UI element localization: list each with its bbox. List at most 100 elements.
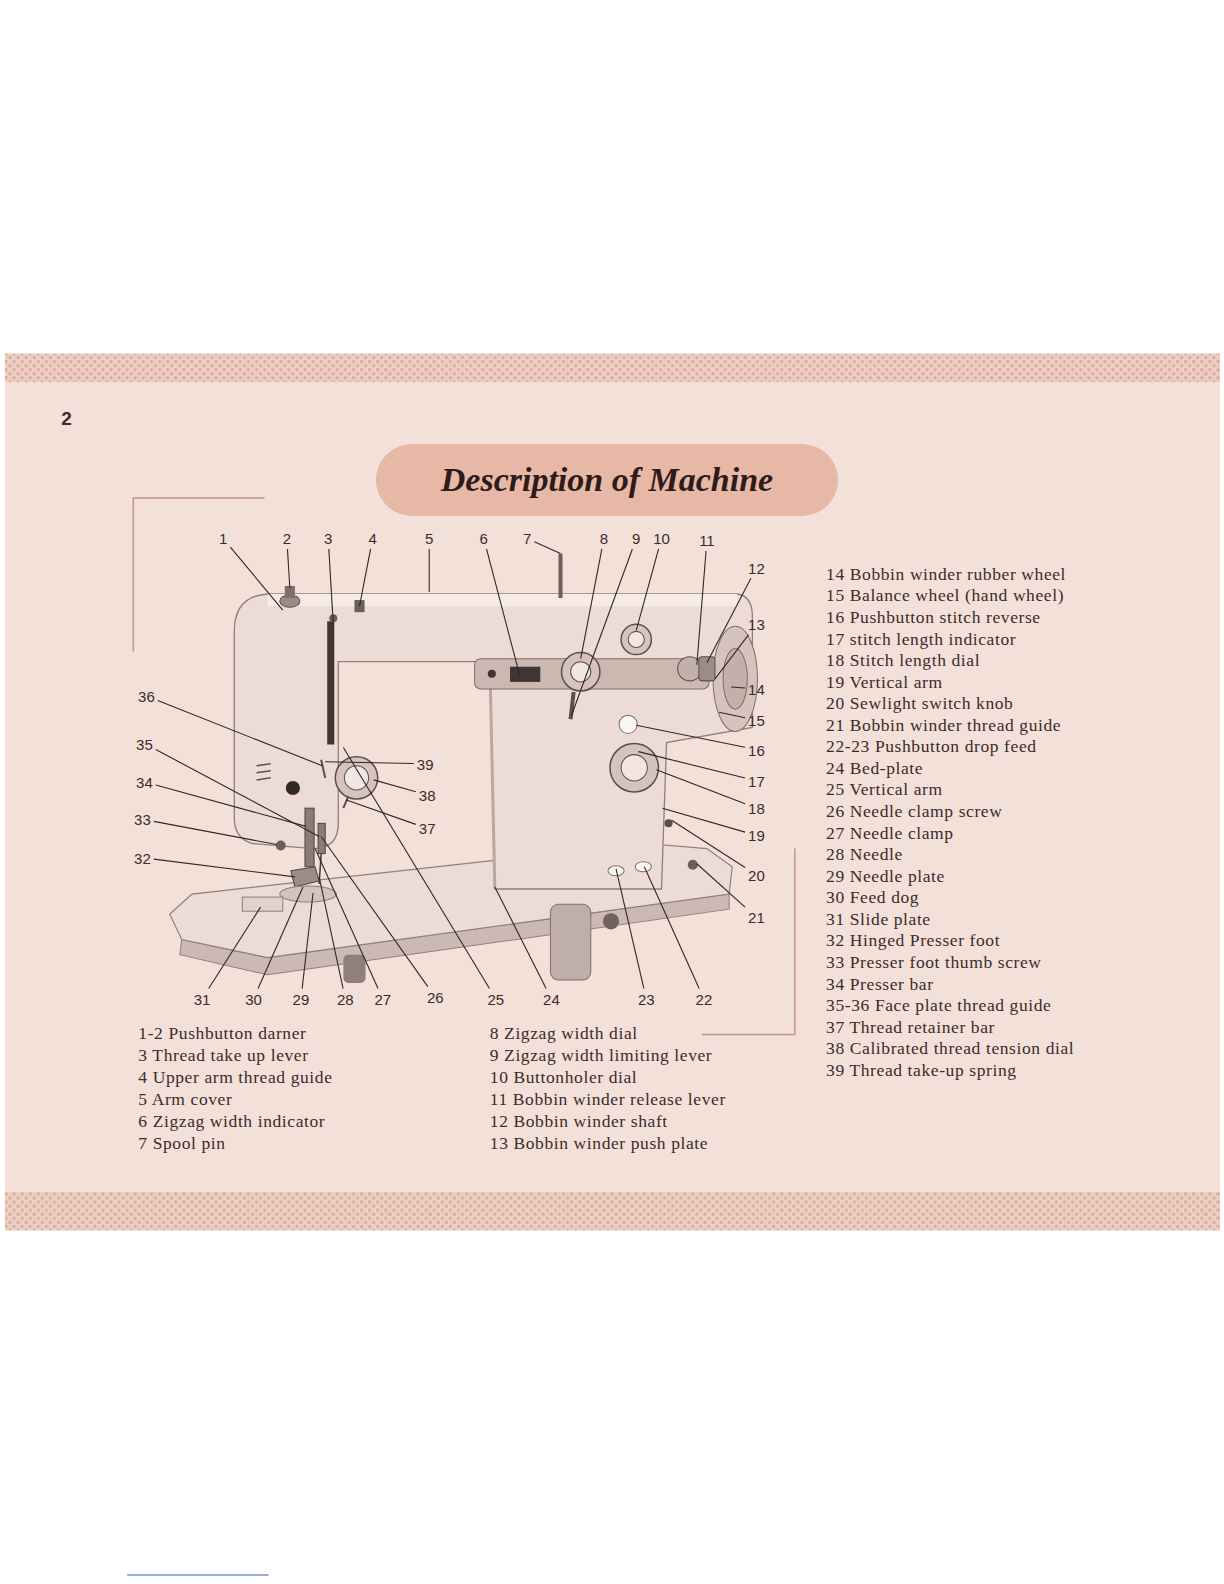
leader-line (209, 907, 261, 988)
callout-number: 21 (748, 909, 765, 926)
callout-number: 11 (699, 532, 715, 549)
callout-number: 30 (245, 991, 262, 1008)
part-list-entry: 38 Calibrated thread tension dial (826, 1038, 1074, 1059)
leader-line (644, 867, 699, 989)
part-list-entry: 5 Arm cover (138, 1089, 232, 1110)
part-list-entry: 1-2 Pushbutton darner (138, 1023, 306, 1044)
leader-line (697, 551, 706, 665)
part-list-entry: 15 Balance wheel (hand wheel) (826, 585, 1064, 606)
callout-number: 37 (419, 820, 436, 837)
callout-number: 7 (523, 530, 531, 547)
callout-number: 4 (368, 530, 376, 547)
part-list-entry: 18 Stitch length dial (826, 650, 980, 671)
callout-number: 39 (417, 755, 434, 772)
leader-line (638, 752, 745, 778)
leader-line (302, 893, 313, 989)
leader-line (156, 750, 319, 837)
part-list-entry: 32 Hinged Presser foot (826, 930, 1000, 951)
leader-line (636, 725, 745, 747)
part-list-entry: 22-23 Pushbutton drop feed (826, 736, 1037, 757)
leader-line (321, 836, 428, 986)
callout-number: 6 (480, 530, 488, 547)
callout-number: 17 (748, 772, 765, 789)
callout-number: 26 (427, 989, 444, 1006)
part-list-entry: 8 Zigzag width dial (490, 1023, 638, 1044)
leader-line (230, 547, 282, 610)
leader-line (329, 549, 333, 624)
callout-number: 32 (134, 849, 151, 866)
leader-line (154, 821, 277, 844)
page-number: 2 (61, 408, 72, 430)
leader-line (360, 549, 371, 606)
part-list-entry: 35-36 Face plate thread guide (826, 995, 1051, 1016)
callout-number: 2 (283, 530, 291, 547)
callout-number: 14 (748, 680, 765, 697)
leader-line (486, 549, 520, 677)
callout-number: 29 (293, 991, 310, 1008)
leader-line (315, 849, 378, 989)
callout-number: 33 (134, 811, 151, 828)
leader-line (346, 800, 415, 824)
part-list-entry: 7 Spool pin (138, 1133, 225, 1154)
leader-line (715, 635, 748, 679)
callout-number: 18 (748, 800, 765, 817)
leader-line (672, 820, 745, 867)
callout-number: 9 (632, 530, 640, 547)
leader-line (325, 762, 414, 764)
part-list-entry: 30 Feed dog (826, 887, 919, 908)
part-list-entry: 12 Bobbin winder shaft (490, 1111, 668, 1132)
part-list-entry: 4 Upper arm thread guide (138, 1067, 332, 1088)
leader-line (707, 578, 751, 662)
leader-line (374, 780, 416, 792)
callout-number: 5 (425, 530, 433, 547)
callout-number: 19 (748, 827, 765, 844)
part-list-entry: 16 Pushbutton stitch reverse (826, 607, 1041, 628)
callout-number: 31 (194, 991, 211, 1008)
leader-line (636, 549, 658, 630)
leader-line (319, 877, 343, 989)
leader-line (158, 701, 322, 766)
callout-number: 1 (219, 530, 227, 547)
leader-line (697, 864, 745, 907)
part-list-entry: 28 Needle (826, 844, 903, 865)
callout-number: 38 (419, 787, 436, 804)
part-list-entry: 29 Needle plate (826, 866, 945, 887)
leader-line (156, 785, 306, 826)
callout-number: 8 (600, 530, 608, 547)
leader-line (343, 748, 489, 989)
leader-line (616, 869, 644, 989)
title-band: Description of Machine (376, 444, 838, 516)
part-list-entry: 6 Zigzag width indicator (138, 1111, 325, 1132)
callout-number: 13 (748, 616, 765, 633)
part-list-entry: 26 Needle clamp screw (826, 801, 1002, 822)
part-list-entry: 25 Vertical arm (826, 779, 943, 800)
part-list-entry: 33 Presser foot thumb screw (826, 952, 1041, 973)
callout-number: 24 (543, 991, 560, 1008)
part-list-entry: 19 Vertical arm (826, 672, 943, 693)
callout-number: 28 (337, 991, 354, 1008)
callout-number: 20 (748, 866, 765, 883)
page-title: Description of Machine (441, 461, 773, 499)
callout-number: 35 (136, 735, 153, 752)
callout-number: 27 (374, 991, 391, 1008)
leader-line (572, 549, 633, 715)
part-list-entry: 13 Bobbin winder push plate (490, 1133, 708, 1154)
callout-number: 23 (638, 991, 655, 1008)
leader-line (731, 687, 745, 688)
leader-line (258, 887, 303, 989)
leader-line (154, 859, 295, 877)
part-list-entry: 9 Zigzag width limiting lever (490, 1045, 713, 1066)
leader-line (287, 549, 289, 588)
leader-line (429, 549, 430, 592)
part-list-entry: 34 Presser bar (826, 974, 934, 995)
part-list-entry: 10 Buttonholer dial (490, 1067, 638, 1088)
leader-line (719, 712, 745, 718)
leader-line (662, 808, 745, 832)
part-list-entry: 27 Needle clamp (826, 823, 954, 844)
part-list-entry: 39 Thread take-up spring (826, 1060, 1017, 1081)
callout-number: 34 (136, 773, 153, 790)
part-list-entry: 14 Bobbin winder rubber wheel (826, 564, 1066, 585)
callout-number: 12 (748, 559, 765, 576)
